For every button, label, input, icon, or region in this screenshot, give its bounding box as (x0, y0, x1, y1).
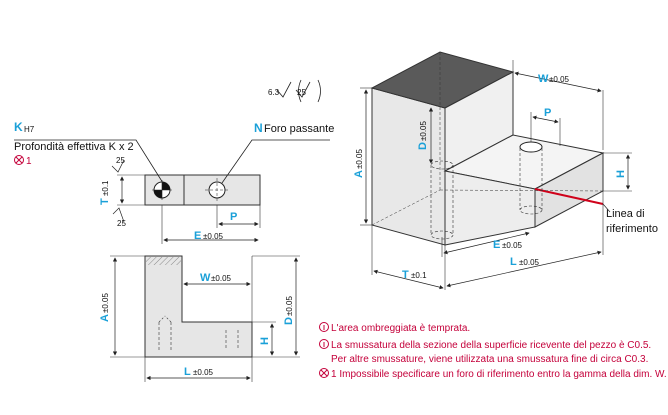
cross-circle-icon (319, 368, 329, 378)
iso-d-letter: D (417, 142, 429, 150)
front-view (110, 255, 300, 382)
surface-finish-icon (276, 79, 321, 103)
reference-line (534, 188, 604, 205)
front-view-body (144, 255, 253, 358)
surface-small-bottom: 25 (117, 219, 126, 228)
iso-a-tolerance: ±0.05 (355, 148, 364, 169)
surface-25: 25 (297, 88, 306, 97)
iso-w-letter: W (538, 73, 549, 85)
n-letter: N (254, 121, 263, 135)
iso-d-tolerance: ±0.05 (419, 120, 428, 141)
reference-line-label-1: Linea di (606, 208, 645, 220)
note-1: L'area ombreggiata è temprata. (331, 323, 470, 334)
k-tolerance: H7 (24, 125, 35, 134)
t-letter: T (99, 198, 111, 205)
iso-a-letter: A (353, 170, 365, 178)
cross-circle-icon (14, 155, 24, 165)
iso-t-tolerance: ±0.1 (411, 271, 427, 280)
iso-t-letter: T (402, 269, 409, 281)
iso-e-tolerance: ±0.05 (502, 241, 523, 250)
k-letter: K (14, 120, 23, 134)
l-tolerance: ±0.05 (193, 368, 214, 377)
a-letter: A (99, 314, 111, 322)
note-2: La smussatura della sezione della superf… (331, 340, 651, 351)
note-3: Per altre smussature, viene utilizzata u… (331, 354, 648, 365)
e-letter: E (194, 230, 201, 242)
h-letter: H (259, 337, 271, 345)
note-4: 1 Impossibile specificare un foro di rif… (331, 369, 667, 380)
d-tolerance: ±0.05 (285, 295, 294, 316)
depth-label: Profondità effettiva K x 2 (14, 141, 134, 153)
iso-h-letter: H (615, 170, 627, 178)
iso-through-hole (519, 141, 543, 153)
reference-line-label-2: riferimento (606, 223, 658, 235)
info-icon (319, 322, 329, 332)
through-hole-label: Foro passante (264, 123, 334, 135)
hardened-marker-icon (146, 257, 181, 265)
iso-l-letter: L (510, 256, 517, 268)
info-icon (319, 339, 329, 349)
d-letter: D (283, 317, 295, 325)
w-letter: W (200, 272, 211, 284)
cross-circle-icon (152, 180, 172, 200)
w-tolerance: ±0.05 (211, 274, 232, 283)
p-letter: P (230, 211, 237, 223)
surface-small-top: 25 (116, 156, 125, 165)
e-tolerance: ±0.05 (203, 232, 224, 241)
iso-e-letter: E (493, 239, 500, 251)
isometric-view (360, 51, 632, 290)
t-tolerance: ±0.1 (101, 180, 110, 196)
iso-l-tolerance: ±0.05 (519, 258, 540, 267)
l-letter: L (184, 366, 191, 378)
iso-w-tolerance: ±0.05 (549, 75, 570, 84)
notes-block: L'area ombreggiata è temprata. La smussa… (319, 322, 667, 380)
one-label: 1 (26, 156, 32, 167)
top-view (14, 139, 330, 244)
iso-p-letter: P (544, 107, 551, 119)
surface-6-3: 6.3 (268, 88, 280, 97)
a-tolerance: ±0.05 (101, 292, 110, 313)
